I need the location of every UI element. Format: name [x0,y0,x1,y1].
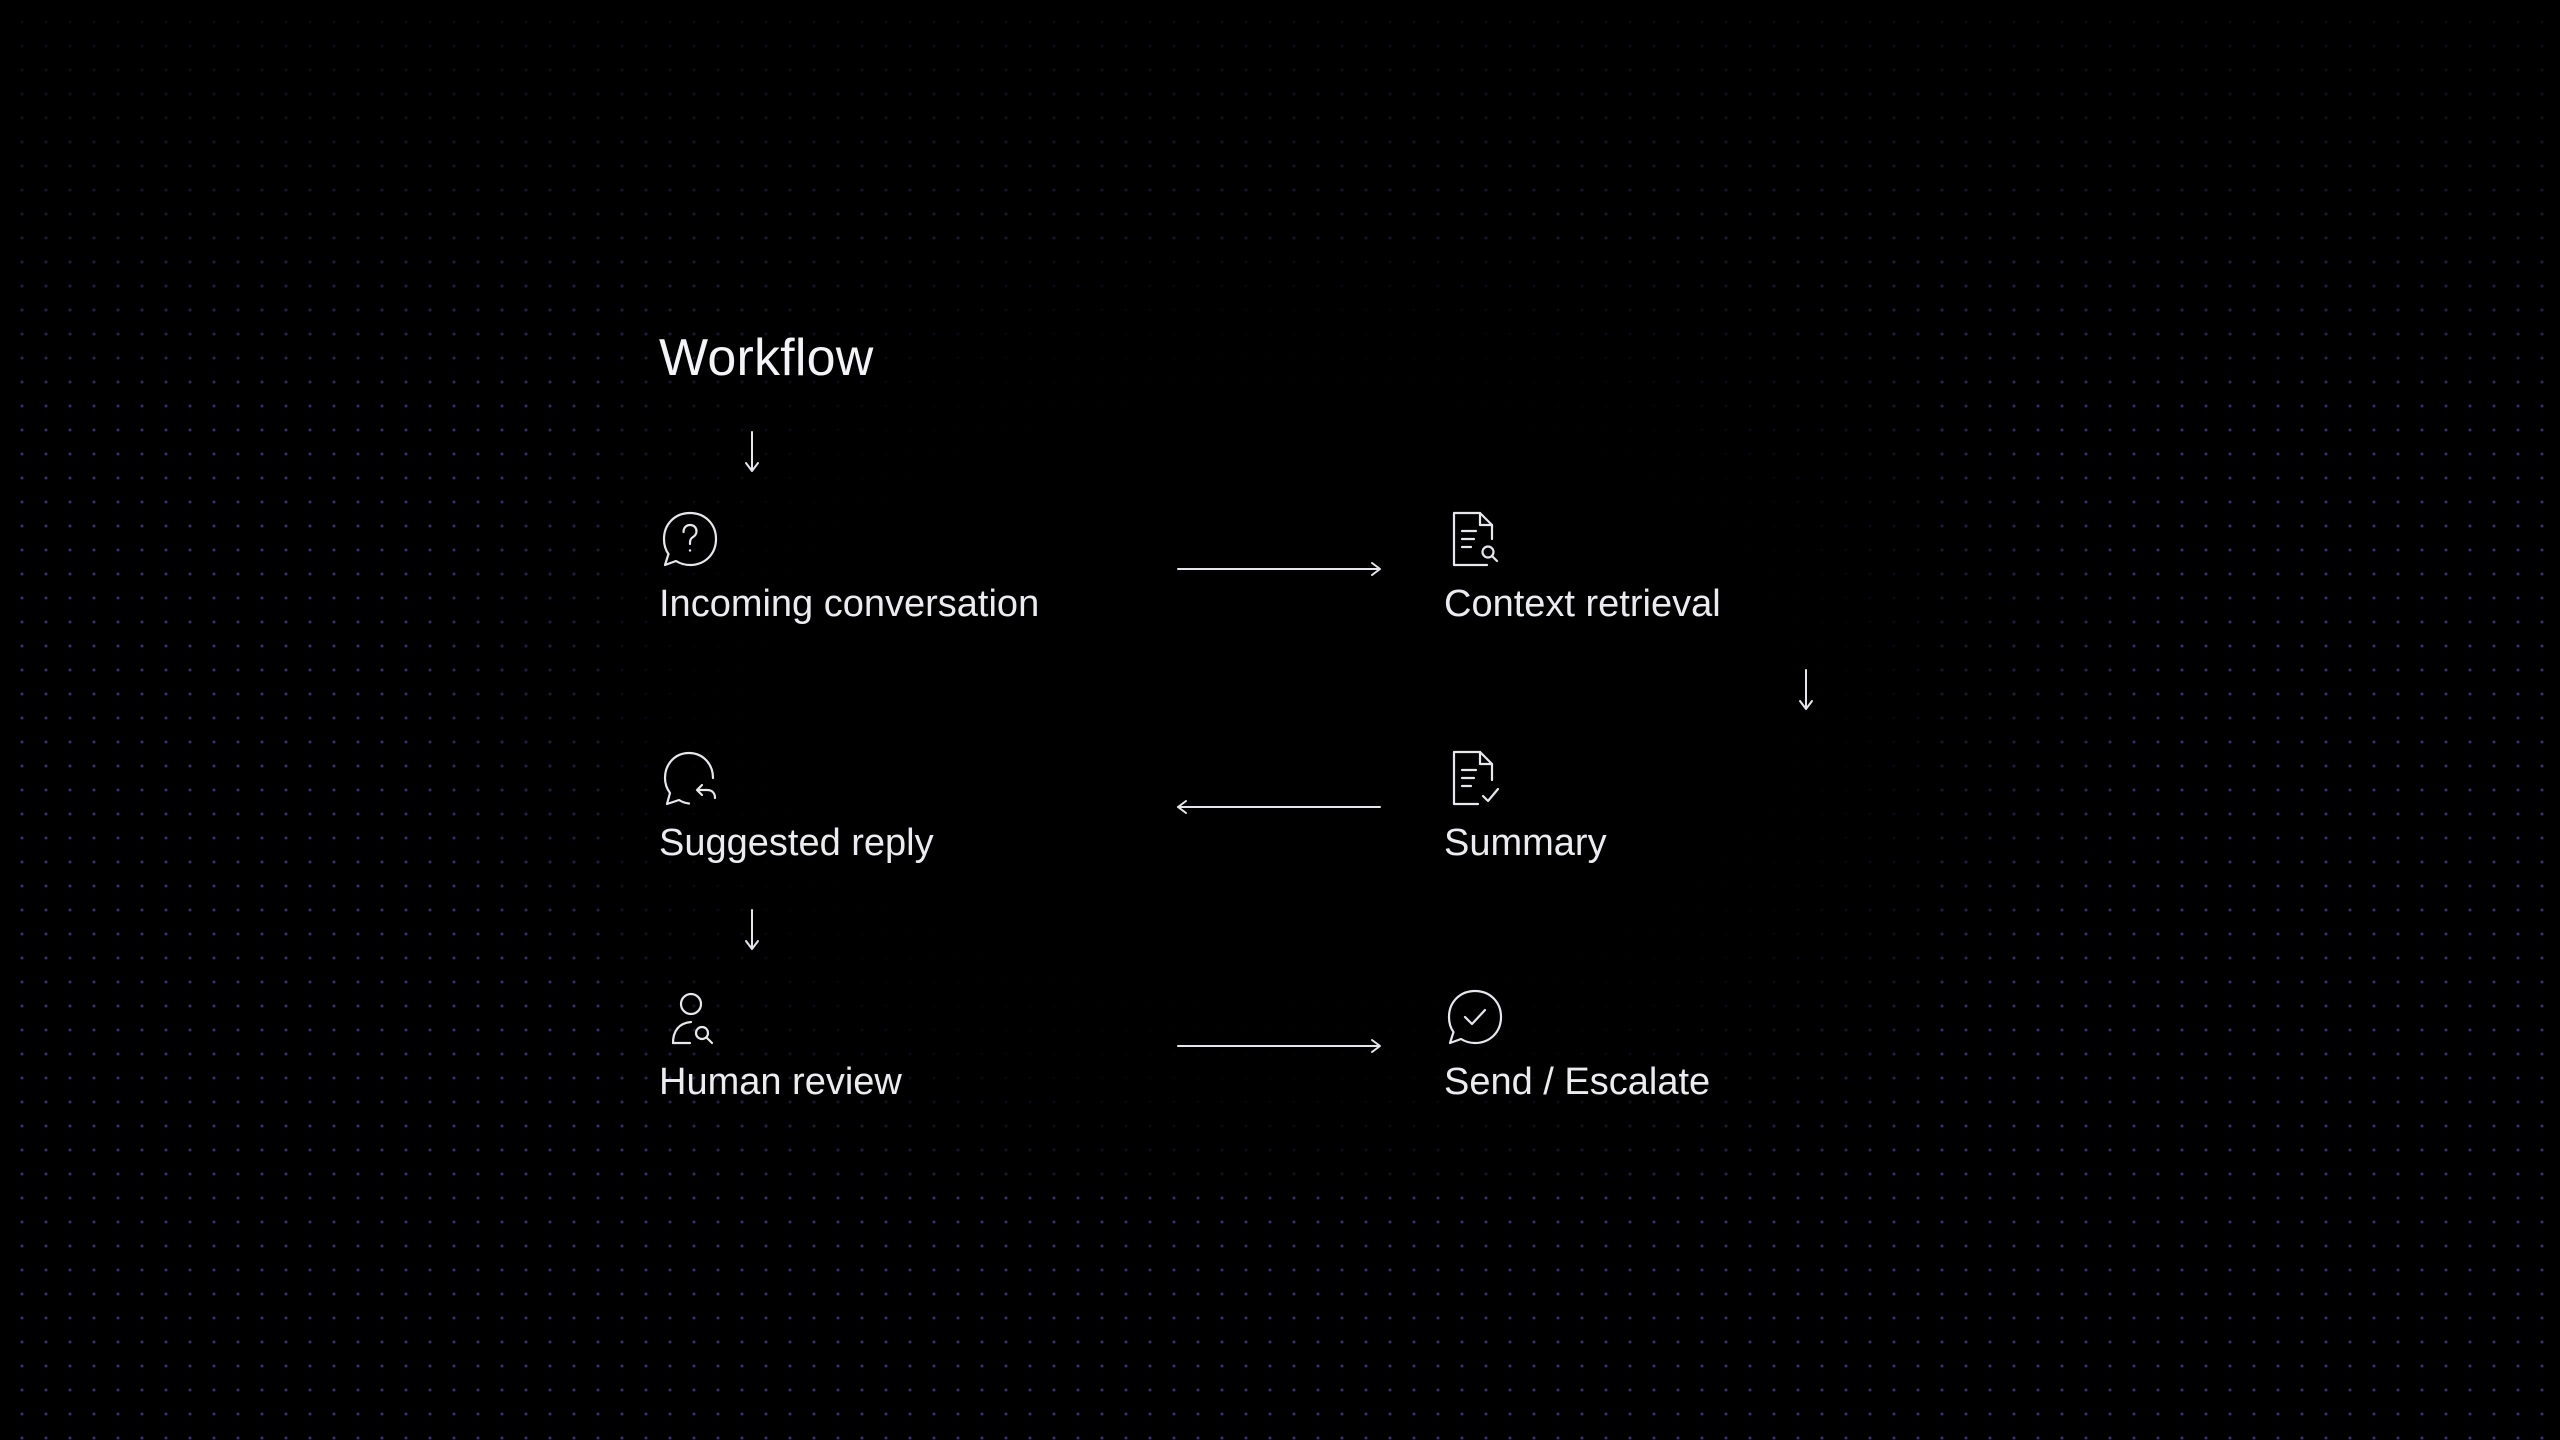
arrow-down-right-column [1796,668,1816,712]
step-label: Human review [659,1061,902,1103]
arrow-down-left-column [742,908,762,952]
check-circle-bubble-icon [1444,987,1506,1049]
step-send-escalate: Send / Escalate [1444,987,2004,1104]
step-human-review: Human review [659,987,1219,1104]
step-summary: Summary [1444,748,2004,865]
step-incoming-conversation: Incoming conversation [659,509,1219,626]
arrow-left-1 [1174,797,1384,817]
reply-bubble-icon [659,748,721,810]
diagram-title: Workflow [659,329,874,387]
arrow-right-2 [1176,1036,1386,1056]
arrow-right-1 [1176,559,1386,579]
arrow-down-start [742,430,762,474]
step-label: Suggested reply [659,822,934,864]
question-bubble-icon [659,509,721,571]
step-context-retrieval: Context retrieval [1444,509,2004,626]
step-label: Summary [1444,822,1607,864]
step-suggested-reply: Suggested reply [659,748,1219,865]
document-check-icon [1444,748,1506,810]
person-search-icon [659,987,721,1049]
step-label: Send / Escalate [1444,1061,1711,1103]
step-label: Incoming conversation [659,583,1040,625]
diagram-panel [620,260,1920,1180]
step-label: Context retrieval [1444,583,1721,625]
document-search-icon [1444,509,1506,571]
